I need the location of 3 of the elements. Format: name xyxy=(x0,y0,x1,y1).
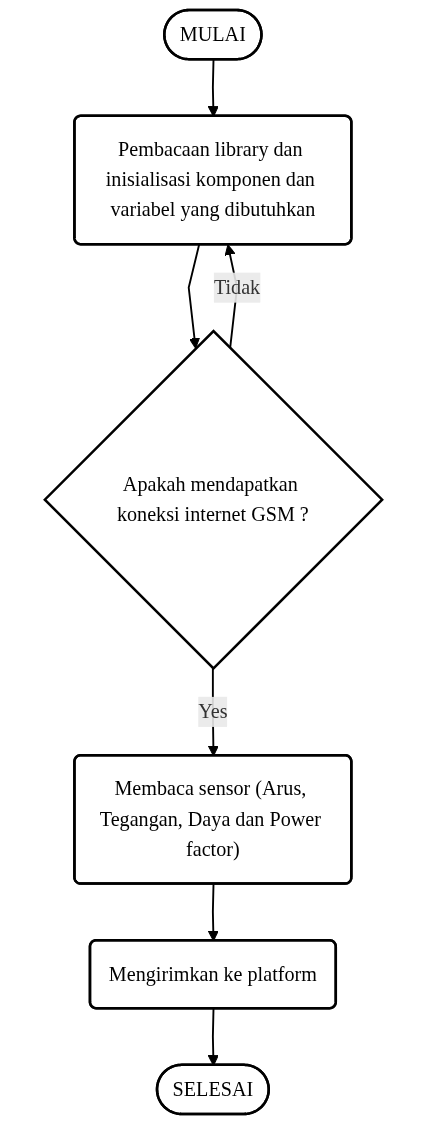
edge-label: Tidak xyxy=(213,276,261,298)
edge-label: Yes xyxy=(198,700,228,722)
node-diamond: Apakah mendapatkan koneksi internet GSM ? xyxy=(43,329,384,671)
